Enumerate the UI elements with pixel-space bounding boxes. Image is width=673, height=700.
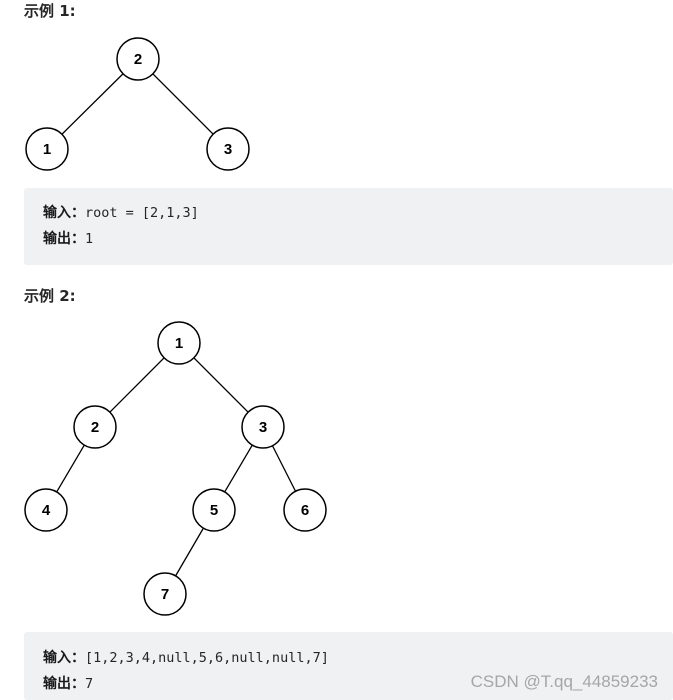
output-value: 7: [85, 676, 94, 692]
tree-node-label: 3: [259, 419, 267, 436]
tree-node-label: 3: [224, 141, 232, 158]
tree-node-label: 1: [43, 141, 51, 158]
tree-node-label: 5: [210, 502, 218, 519]
tree-node-label: 6: [301, 502, 309, 519]
tree-edge: [152, 73, 214, 135]
input-value: root = [2,1,3]: [85, 205, 199, 221]
tree-edge: [175, 527, 204, 577]
tree-node: 2: [116, 37, 160, 81]
tree-node: 5: [192, 488, 236, 532]
tree-node: 2: [73, 405, 117, 449]
tree-node: 3: [241, 405, 285, 449]
tree-node-label: 1: [175, 335, 183, 352]
tree-node-label: 2: [134, 51, 142, 68]
example-2-input-line: 输入：[1,2,3,4,null,5,6,null,null,7]: [43, 649, 329, 667]
input-label: 输入：: [43, 650, 85, 666]
tree-node: 1: [157, 321, 201, 365]
tree-edge: [56, 444, 85, 493]
csdn-watermark: CSDN @T.qq_44859233: [470, 672, 658, 691]
example-1-tree-diagram: 2 1 3: [25, 37, 250, 171]
tree-node: 4: [24, 488, 68, 532]
example-1-heading: 示例 1:: [24, 2, 76, 20]
tree-edge: [61, 73, 124, 135]
output-value: 1: [85, 231, 94, 247]
tree-node-label: 4: [42, 502, 51, 519]
example-1-input-line: 输入：root = [2,1,3]: [43, 204, 199, 222]
example-1-code-block: 输入：root = [2,1,3] 输出：1: [24, 188, 673, 265]
output-label: 输出：: [43, 231, 85, 247]
tree-node: 1: [25, 127, 69, 171]
tree-node: 7: [143, 572, 187, 616]
example-2-code-block: 输入：[1,2,3,4,null,5,6,null,null,7] 输出：7 C…: [24, 632, 673, 700]
tree-node: 3: [206, 127, 250, 171]
input-value: [1,2,3,4,null,5,6,null,null,7]: [85, 650, 329, 666]
tree-edge: [193, 357, 249, 413]
tree-node-label: 2: [91, 419, 99, 436]
example-1-output-line: 输出：1: [43, 230, 93, 248]
tree-edge: [224, 444, 253, 493]
output-label: 输出：: [43, 676, 85, 692]
example-2-output-line: 输出：7: [43, 675, 93, 693]
tree-node-label: 7: [161, 586, 169, 603]
tree-node: 6: [283, 488, 327, 532]
input-label: 输入：: [43, 205, 85, 221]
tree-edge: [109, 357, 165, 413]
example-2-heading: 示例 2:: [24, 287, 76, 305]
tree-edge: [271, 445, 297, 492]
